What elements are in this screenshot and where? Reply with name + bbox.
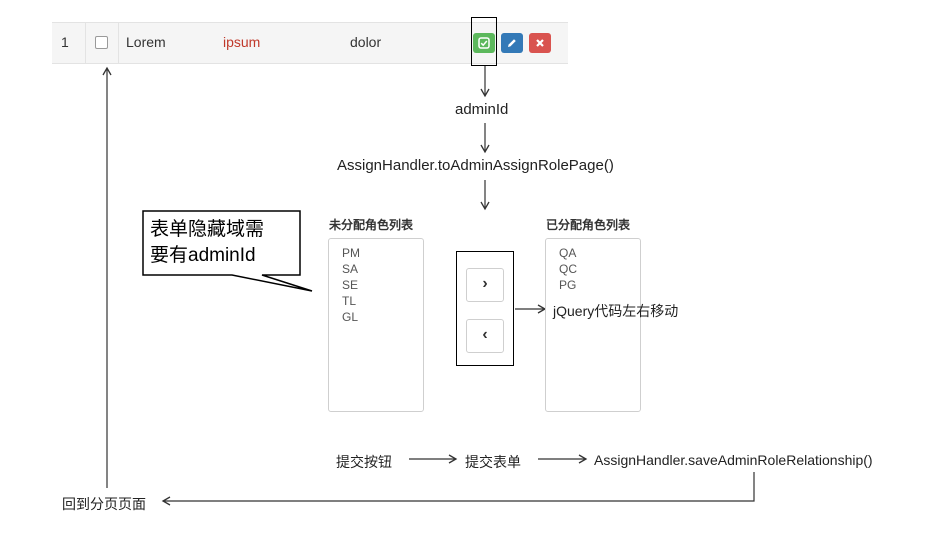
cell-divider [118, 23, 119, 63]
edit-button[interactable] [501, 33, 523, 53]
list-item[interactable]: SA [342, 262, 359, 276]
list-item[interactable]: QA [559, 246, 577, 260]
assign-button-highlight [471, 17, 497, 66]
jquery-note: jQuery代码左右移动 [553, 303, 679, 319]
move-buttons-highlight [456, 251, 514, 366]
callout-line-2: 要有adminId [150, 245, 256, 266]
move-right-button[interactable]: › [466, 268, 504, 302]
pencil-icon [508, 39, 516, 47]
delete-button[interactable] [529, 33, 551, 53]
save-handler-label: AssignHandler.saveAdminRoleRelationship(… [594, 452, 873, 468]
check-square-icon [478, 37, 490, 49]
move-left-button[interactable]: ‹ [466, 319, 504, 353]
list-item[interactable]: PG [559, 278, 577, 292]
list-item[interactable]: QC [559, 262, 577, 276]
submit-button-label: 提交按钮 [336, 454, 392, 470]
adminid-label: adminId [455, 101, 509, 118]
handler-page-label: AssignHandler.toAdminAssignRolePage() [337, 157, 614, 174]
unassigned-title: 未分配角色列表 [329, 218, 414, 232]
arrow-save-to-paging [161, 472, 755, 506]
callout-bubble [142, 210, 313, 292]
cell-lorem: Lorem [126, 34, 166, 50]
unassigned-listbox[interactable]: PM SA SE TL GL [328, 238, 424, 412]
row-index: 1 [61, 34, 69, 50]
submit-form-label: 提交表单 [465, 454, 521, 470]
list-item[interactable]: PM [342, 246, 360, 260]
cell-dolor: dolor [350, 34, 382, 50]
cell-divider [85, 23, 86, 63]
assigned-title: 已分配角色列表 [546, 218, 631, 232]
assigned-listbox[interactable]: QA QC PG [545, 238, 641, 412]
cell-ipsum: ipsum [223, 34, 261, 50]
chevron-left-icon: ‹ [482, 326, 488, 343]
list-item[interactable]: GL [342, 310, 359, 324]
row-checkbox[interactable] [95, 36, 108, 49]
close-icon [536, 39, 544, 47]
chevron-right-icon: › [482, 275, 488, 292]
list-item[interactable]: TL [342, 294, 357, 308]
table-row: 1 Lorem ipsum dolor [52, 22, 568, 64]
assign-role-button[interactable] [473, 33, 495, 53]
callout-line-1: 表单隐藏域需 [150, 219, 265, 240]
back-to-paging-label: 回到分页页面 [62, 496, 146, 512]
callout-text: 表单隐藏域需 要有adminId [150, 217, 264, 269]
list-item[interactable]: SE [342, 278, 359, 292]
